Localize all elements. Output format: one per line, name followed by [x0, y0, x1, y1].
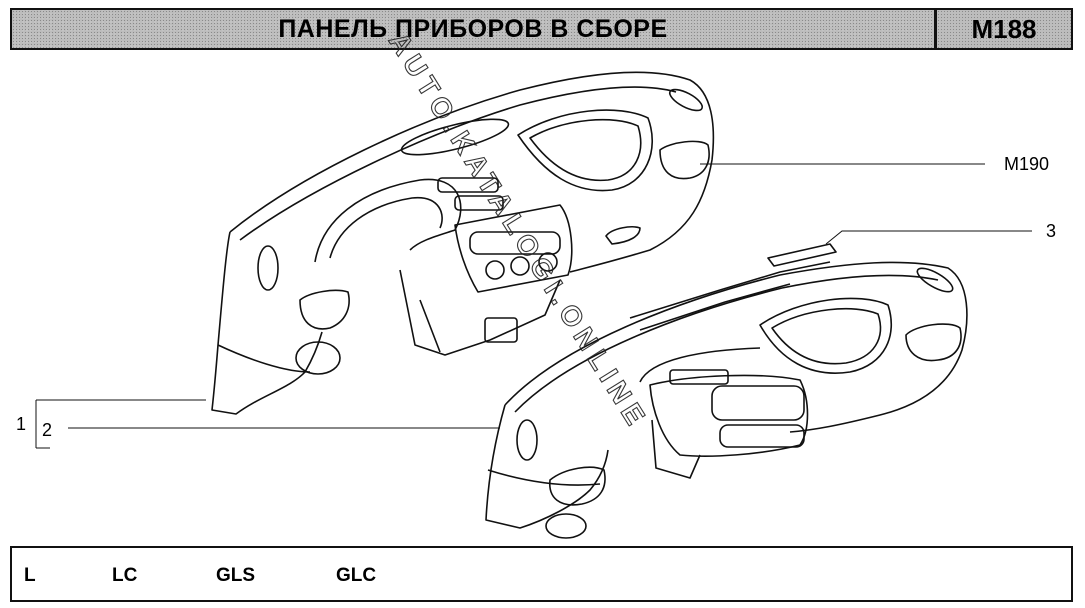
dashboard-assembly-upper: [211, 71, 715, 415]
callout-2: 2: [42, 420, 53, 440]
callout-3: 3: [1046, 221, 1057, 241]
callout-1: 1: [16, 414, 27, 434]
diagram-code: M188: [934, 10, 1071, 48]
variant-bar: L LC GLS GLC: [10, 546, 1073, 602]
variant-label: GLC: [336, 565, 377, 586]
callout-m190: M190: [1004, 154, 1050, 174]
page-title: ПАНЕЛЬ ПРИБОРОВ В СБОРЕ: [12, 10, 934, 48]
variant-label: LC: [112, 565, 138, 586]
dashboard-panel-lower: [485, 243, 968, 539]
header-bar: ПАНЕЛЬ ПРИБОРОВ В СБОРЕ M188: [10, 8, 1073, 50]
variant-label: GLS: [216, 565, 256, 586]
variant-label: L: [24, 565, 36, 586]
